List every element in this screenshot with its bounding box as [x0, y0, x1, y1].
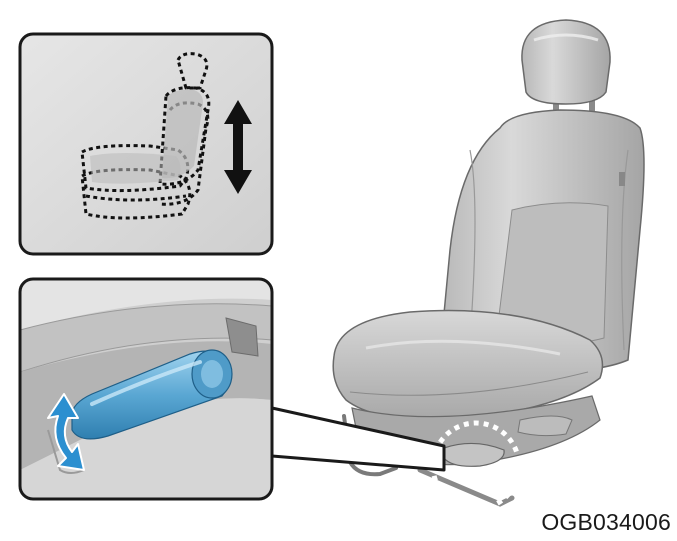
callout-connector — [271, 406, 446, 472]
lever-detail-panel — [18, 277, 274, 501]
curved-rotate-arrow-icon — [47, 393, 85, 471]
up-down-arrow-icon — [224, 100, 252, 194]
height-lever-icon — [71, 349, 233, 440]
height-diagram-panel — [18, 32, 274, 256]
figure-code-label: OGB034006 — [541, 509, 671, 535]
